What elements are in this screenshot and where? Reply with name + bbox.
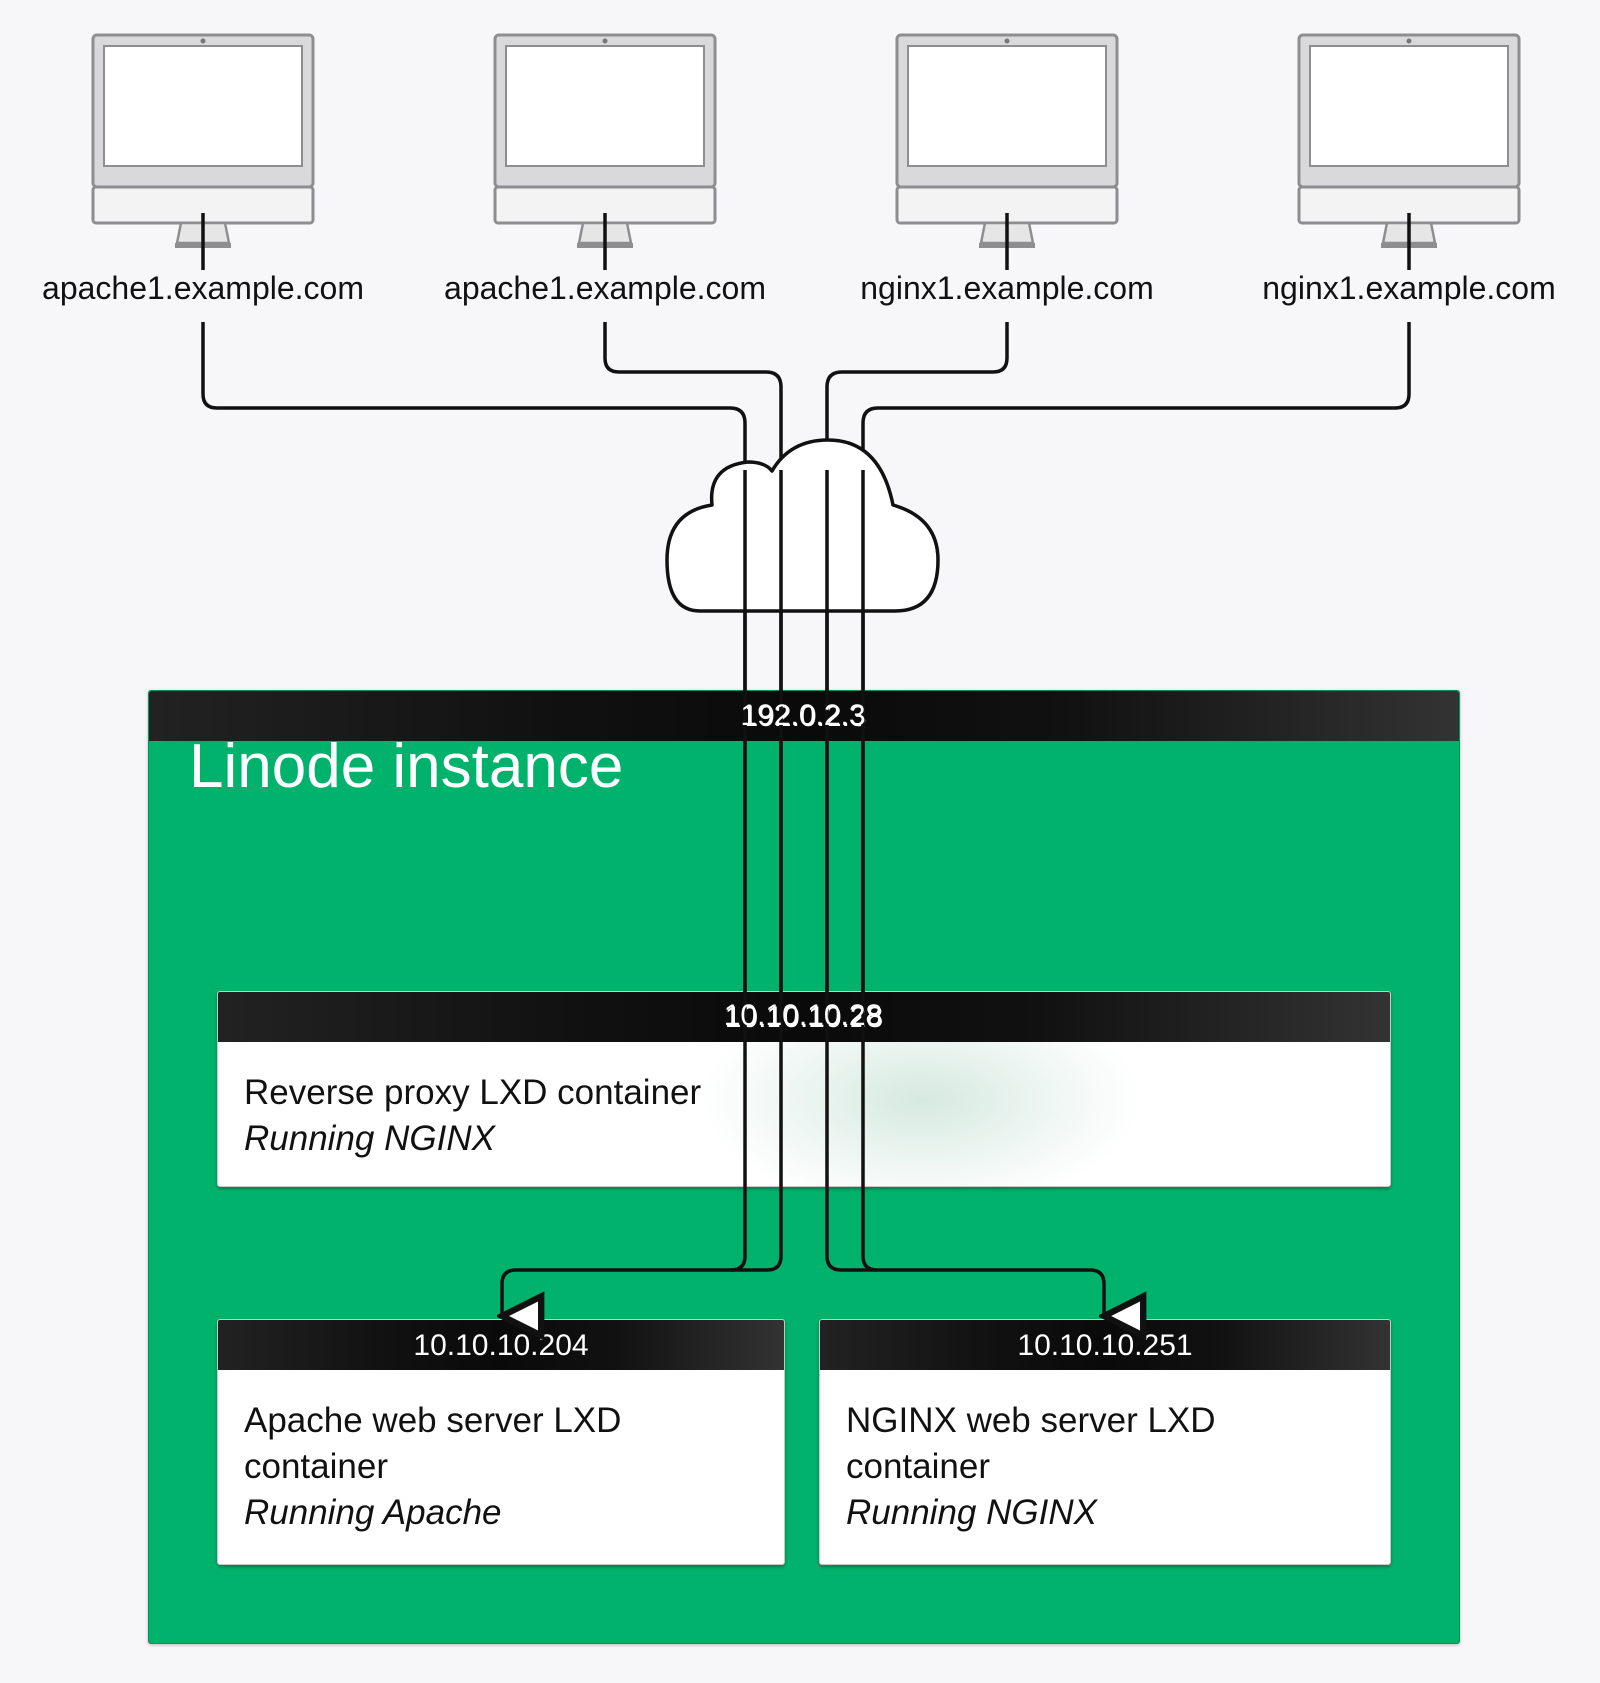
route-line (861, 322, 1411, 480)
route-line (825, 322, 1009, 480)
apache-container: 10.10.10.204 Apache web server LXD conta… (217, 1319, 785, 1565)
linode-instance: 192.0.2.3 Linode instance 10.10.10.28 Re… (148, 690, 1460, 1644)
public-ip-bar: 192.0.2.3 (149, 691, 1459, 741)
apache-name: Apache web server LXD container (244, 1401, 622, 1486)
proxy-container: 10.10.10.28 Reverse proxy LXD container … (217, 991, 1391, 1187)
client-label: nginx1.example.com (860, 270, 1154, 306)
arrow-down-icon (825, 1186, 1104, 1316)
client-label: apache1.example.com (444, 270, 766, 306)
route-line (603, 322, 783, 480)
client-label: apache1.example.com (42, 270, 364, 306)
proxy-ip-bar: 10.10.10.28 (218, 992, 1390, 1042)
instance-title: Linode instance (189, 732, 624, 801)
nginx-container: 10.10.10.251 NGINX web server LXD contai… (819, 1319, 1391, 1565)
nginx-software: Running NGINX (846, 1493, 1097, 1532)
apache-software: Running Apache (244, 1493, 502, 1532)
proxy-ip-label: 10.10.10.28 (723, 999, 883, 1032)
public-ip-label: 192.0.2.3 (740, 699, 866, 732)
proxy-software: Running NGINX (244, 1119, 495, 1158)
proxy-name: Reverse proxy LXD container (244, 1073, 702, 1112)
route-line (201, 322, 747, 480)
cloud-icon (665, 438, 940, 613)
client-label: nginx1.example.com (1262, 270, 1556, 306)
arrow-down-icon (502, 1186, 783, 1316)
nginx-name: NGINX web server LXD container (846, 1401, 1216, 1486)
